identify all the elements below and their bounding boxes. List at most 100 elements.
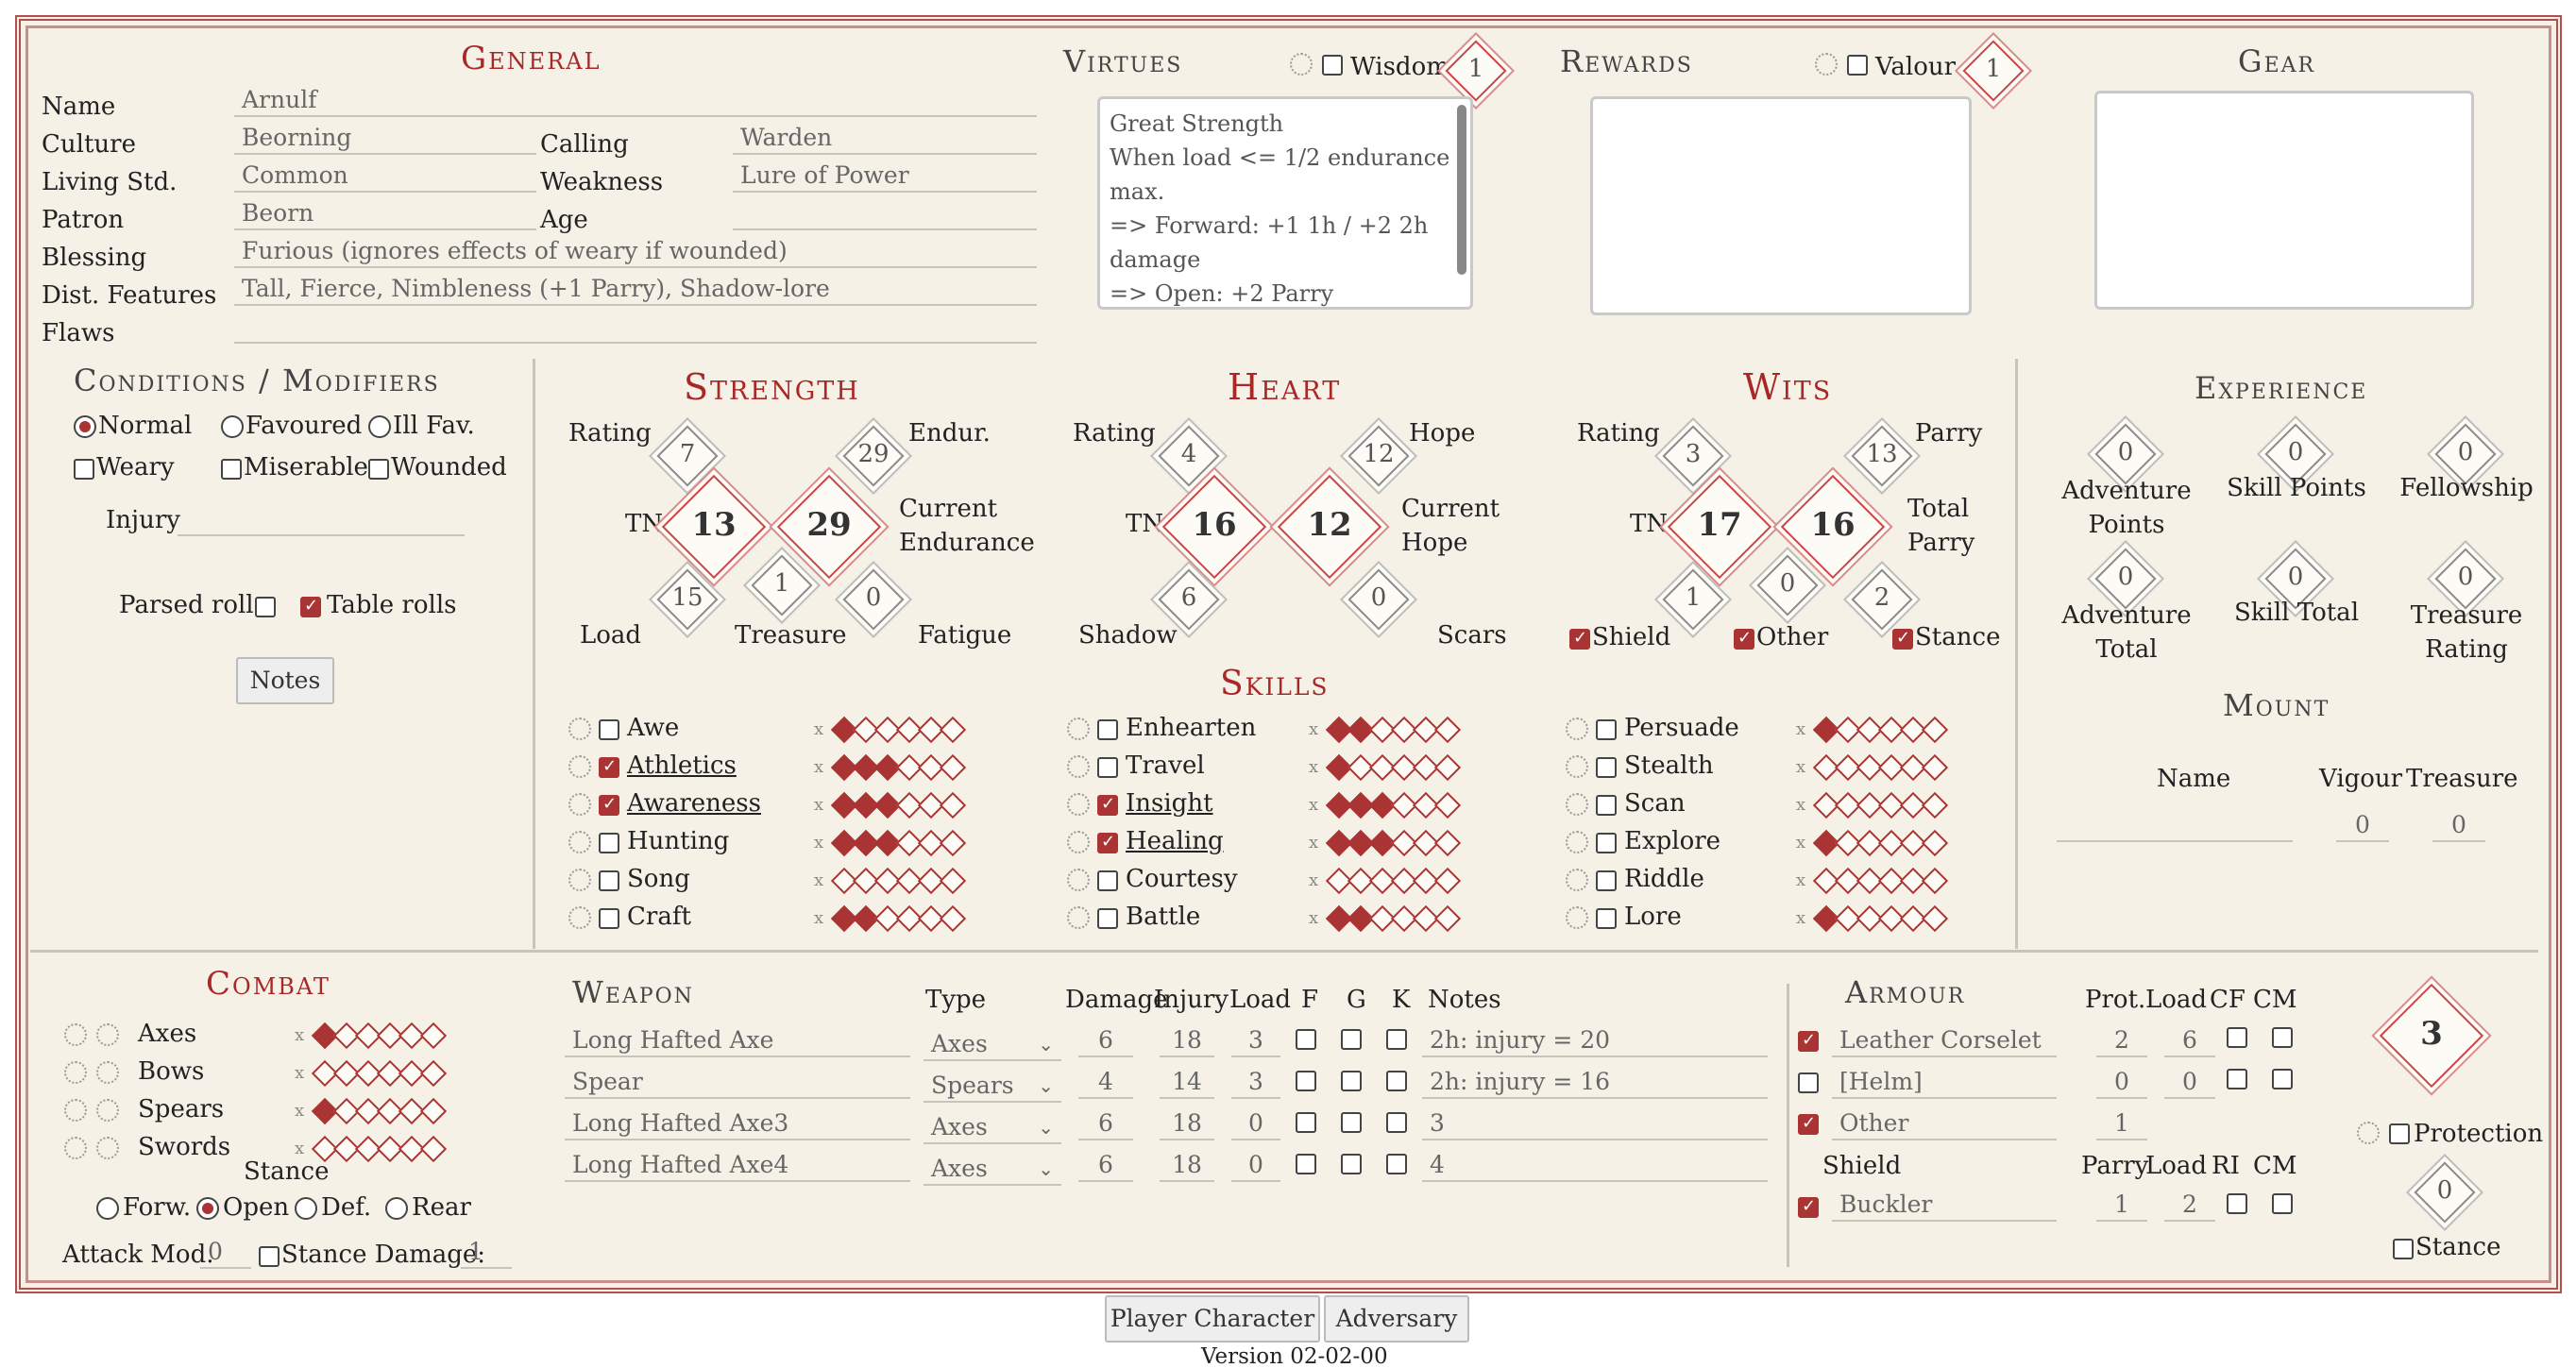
combat-roll-icon[interactable] <box>64 1061 87 1084</box>
skill-roll-icon[interactable] <box>1566 906 1588 929</box>
virtues-scrollbar[interactable] <box>1457 105 1466 275</box>
weapon-f-checkbox[interactable] <box>1296 1071 1316 1091</box>
mount-treasure-field[interactable]: 0 <box>2432 810 2485 842</box>
combat-alt-roll-icon[interactable] <box>96 1099 119 1122</box>
wisdom-value[interactable]: 1 <box>1467 55 1484 83</box>
skill-roll-icon[interactable] <box>568 869 591 891</box>
weapon-type-select[interactable]: Spears⌄ <box>924 1071 1061 1103</box>
weapon-g-checkbox[interactable] <box>1341 1029 1362 1050</box>
parsed-rolls-checkbox[interactable] <box>255 597 276 617</box>
weapon-notes-field[interactable]: 2h: injury = 20 <box>1422 1025 1768 1057</box>
skill-clear-x[interactable]: x <box>1309 833 1319 853</box>
heart-rating[interactable]: 4 <box>1180 440 1197 468</box>
skill-clear-x[interactable]: x <box>814 719 824 739</box>
skill-pip[interactable] <box>1921 829 1949 857</box>
stance-protection-checkbox[interactable] <box>2393 1239 2414 1259</box>
skill-roll-icon[interactable] <box>568 755 591 778</box>
current-hope[interactable]: 12 <box>1307 506 1352 544</box>
weapon-f-checkbox[interactable] <box>1296 1029 1316 1050</box>
armour-name-field[interactable]: Leather Corselet <box>1832 1025 2057 1057</box>
skill-clear-x[interactable]: x <box>814 795 824 815</box>
skill-pip[interactable] <box>1433 791 1462 819</box>
skill-favoured-checkbox[interactable] <box>1596 719 1617 740</box>
fellowship-value[interactable]: 0 <box>2457 438 2474 466</box>
skill-name[interactable]: Athletics <box>627 752 737 780</box>
skill-total[interactable]: 0 <box>2287 563 2304 591</box>
skill-favoured-checkbox[interactable] <box>599 908 619 929</box>
combat-clear-x[interactable]: x <box>295 1025 305 1045</box>
shield-checkbox[interactable] <box>1569 628 1590 650</box>
current-endurance[interactable]: 29 <box>806 506 852 544</box>
favoured-radio[interactable] <box>221 415 244 438</box>
armour-cm-checkbox[interactable] <box>2272 1027 2293 1048</box>
skill-favoured-checkbox[interactable] <box>1596 833 1617 853</box>
skill-pip[interactable] <box>1433 904 1462 933</box>
name-field[interactable]: Arnulf <box>234 85 1037 117</box>
stance-damage-field[interactable]: 1 <box>461 1237 512 1269</box>
wisdom-checkbox[interactable] <box>1322 55 1343 76</box>
shield-parry-field[interactable]: 1 <box>2096 1190 2147 1222</box>
wits-rating[interactable]: 3 <box>1685 440 1702 468</box>
skill-favoured-checkbox[interactable] <box>599 794 619 816</box>
weapon-load-field[interactable]: 0 <box>1231 1150 1280 1182</box>
skill-clear-x[interactable]: x <box>1309 795 1319 815</box>
skill-favoured-checkbox[interactable] <box>599 833 619 853</box>
valour-value[interactable]: 1 <box>1985 55 2002 83</box>
shield-ri-checkbox[interactable] <box>2227 1193 2247 1214</box>
stance-damage-checkbox[interactable] <box>259 1246 280 1267</box>
other-checkbox[interactable] <box>1734 628 1754 650</box>
illfav-radio[interactable] <box>368 415 391 438</box>
skill-roll-icon[interactable] <box>568 718 591 740</box>
skill-pip[interactable] <box>1921 904 1949 933</box>
skill-favoured-checkbox[interactable] <box>1097 794 1118 816</box>
skill-roll-icon[interactable] <box>1067 793 1090 816</box>
stance-rear-radio[interactable] <box>385 1197 408 1220</box>
other-parry-value[interactable]: 0 <box>1779 569 1796 598</box>
weapon-load-field[interactable]: 0 <box>1231 1108 1280 1140</box>
weapon-f-checkbox[interactable] <box>1296 1112 1316 1133</box>
weapon-damage-field[interactable]: 6 <box>1078 1150 1133 1182</box>
adversary-button[interactable]: Adversary <box>1324 1295 1469 1343</box>
skill-favoured-checkbox[interactable] <box>1097 870 1118 891</box>
skill-roll-icon[interactable] <box>568 906 591 929</box>
miserable-checkbox[interactable] <box>221 459 242 480</box>
skill-roll-icon[interactable] <box>1067 869 1090 891</box>
mount-vigour-field[interactable]: 0 <box>2336 810 2389 842</box>
age-field[interactable] <box>733 198 1037 230</box>
skill-favoured-checkbox[interactable] <box>599 756 619 778</box>
skill-pip[interactable] <box>1921 867 1949 895</box>
skill-clear-x[interactable]: x <box>1796 833 1806 853</box>
skill-roll-icon[interactable] <box>1067 831 1090 853</box>
armour-equipped-checkbox[interactable] <box>1798 1113 1819 1135</box>
wounded-checkbox[interactable] <box>368 459 389 480</box>
armour-cm-checkbox[interactable] <box>2272 1069 2293 1089</box>
table-rolls-checkbox[interactable] <box>300 596 321 617</box>
weapon-k-checkbox[interactable] <box>1386 1112 1407 1133</box>
fatigue-value[interactable]: 0 <box>865 583 882 612</box>
scars-value[interactable]: 0 <box>1370 583 1387 612</box>
combat-alt-roll-icon[interactable] <box>96 1137 119 1159</box>
weapon-type-select[interactable]: Axes⌄ <box>924 1029 1061 1061</box>
calling-field[interactable]: Warden <box>733 123 1037 155</box>
skill-clear-x[interactable]: x <box>1309 757 1319 777</box>
weapon-notes-field[interactable]: 3 <box>1422 1108 1768 1140</box>
weapon-name-field[interactable]: Spear <box>565 1067 910 1099</box>
weakness-field[interactable]: Lure of Power <box>733 160 1037 193</box>
skill-clear-x[interactable]: x <box>1309 870 1319 890</box>
skill-roll-icon[interactable] <box>1067 755 1090 778</box>
skill-favoured-checkbox[interactable] <box>1097 757 1118 778</box>
weapon-k-checkbox[interactable] <box>1386 1029 1407 1050</box>
combat-roll-icon[interactable] <box>64 1023 87 1046</box>
valour-checkbox[interactable] <box>1847 55 1868 76</box>
skill-clear-x[interactable]: x <box>1309 908 1319 928</box>
skill-clear-x[interactable]: x <box>1309 719 1319 739</box>
skill-pip[interactable] <box>939 753 967 782</box>
skill-pip[interactable] <box>1433 867 1462 895</box>
skill-roll-icon[interactable] <box>1566 831 1588 853</box>
adventure-total[interactable]: 0 <box>2117 563 2134 591</box>
shield-load-field[interactable]: 2 <box>2164 1190 2215 1222</box>
weapon-name-field[interactable]: Long Hafted Axe <box>565 1025 910 1057</box>
skill-favoured-checkbox[interactable] <box>1097 908 1118 929</box>
weapon-injury-field[interactable]: 18 <box>1160 1150 1214 1182</box>
skill-name[interactable]: Healing <box>1126 827 1224 855</box>
